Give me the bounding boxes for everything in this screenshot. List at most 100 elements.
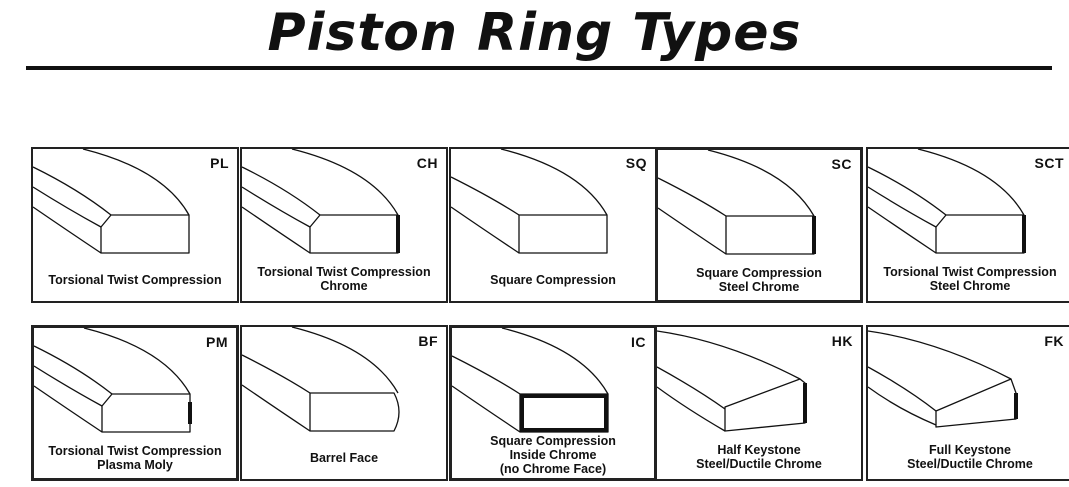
ring-caption-line: Inside Chrome [509,448,597,462]
ring-outer-arc [291,149,399,216]
ring-caption-line: Torsional Twist Compression [48,273,222,287]
ring-profile-diagram [451,149,608,254]
ring-code: CH [416,155,438,171]
ring-caption-line: Full Keystone [929,443,1011,457]
ring-caption-line: Square Compression [490,273,616,287]
ring-mid-arc [242,166,321,216]
ring-mid-arc [658,177,727,217]
ring-caption: Torsional Twist Compression [33,273,237,287]
ring-code: SQ [625,155,647,171]
ring-cross-section [935,378,1017,428]
ring-outer-arc [291,327,399,394]
ring-mid-arc [451,176,520,216]
ring-cross-section [935,214,1025,254]
ring-profile-diagram [242,327,400,432]
ring-inner-arc [658,207,727,255]
ring-outer-arc [707,150,815,217]
ring-caption-line: Torsional Twist Compression [257,265,431,279]
page-title: Piston Ring Types [267,3,802,63]
title-rule [26,66,1052,70]
ring-mid-arc [868,166,947,216]
ring-outer-arc [500,149,608,216]
ring-caption-line: Steel Chrome [718,280,800,294]
ring-mid-arc [242,354,311,394]
ring-outer-arc [868,330,1012,380]
ring-caption: Square Compression [451,273,655,287]
ring-cross-section [725,215,815,255]
ring-code: PM [206,334,228,350]
ring-outer-arc [657,330,801,380]
ring-cross-section [519,393,609,433]
ring-inner-arc [242,206,311,254]
ring-code: SC [831,156,852,172]
ring-caption-line: Plasma Moly [97,458,173,472]
ring-caption-line: Square Compression [696,266,822,280]
ring-outer-arc [83,328,191,395]
ring-caption-line: Steel Chrome [929,279,1011,293]
ring-inner-arc [33,206,102,254]
ring-caption-line: (no Chrome Face) [499,462,607,476]
ring-cross-section [518,214,608,254]
ring-caption-line: Half Keystone [717,443,801,457]
ring-inner-arc [868,386,937,426]
ring-inner-arc [451,206,520,254]
ring-outer-arc [501,328,609,395]
ring-profile-diagram [33,149,190,254]
ring-inner-arc [868,206,937,254]
ring-cross-section [100,214,190,254]
ring-code: SCT [1034,155,1064,171]
ring-profile-diagram [868,330,1018,428]
ring-step-arc [868,186,937,228]
ring-step-arc [34,365,103,407]
ring-profile-diagram [452,328,609,433]
ring-profile-diagram [658,150,816,255]
ring-card-sq: SQ Square Compression [449,147,657,303]
ring-mid-arc [657,366,726,410]
ring-caption-line: Torsional Twist Compression [48,444,222,458]
ring-caption-line: Torsional Twist Compression [883,265,1057,279]
ring-caption-line: Chrome [320,279,368,293]
ring-outer-arc [82,149,190,216]
ring-mid-arc [868,366,937,412]
ring-caption-line: Steel/Ductile Chrome [907,457,1033,471]
ring-code: BF [418,333,438,349]
ring-inner-arc [657,386,726,432]
ring-profile-diagram [34,328,192,433]
ring-code: IC [631,334,646,350]
ring-caption: Barrel Face [242,451,446,465]
ring-code: FK [1044,333,1064,349]
ring-cross-section [309,214,399,254]
ring-cross-section [724,378,806,432]
ring-code: PL [210,155,229,171]
ring-caption-line: Square Compression [490,434,616,448]
ring-cross-section [101,393,191,433]
ring-cross-section [309,392,400,432]
ring-mid-arc [33,166,112,216]
ring-profile-diagram [242,149,400,254]
ring-code: HK [831,333,853,349]
ring-mid-arc [34,345,113,395]
ring-step-arc [242,186,311,228]
ring-inner-arc [242,384,311,432]
ring-caption-line: Steel/Ductile Chrome [696,457,822,471]
ring-profile-diagram [868,149,1026,254]
inside-chrome-coating [520,394,608,432]
ring-card-bf: BF Barrel Face [240,325,448,481]
ring-step-arc [33,186,102,228]
ring-inner-arc [452,385,521,433]
ring-inner-arc [34,385,103,433]
ring-profile-diagram [657,330,807,432]
